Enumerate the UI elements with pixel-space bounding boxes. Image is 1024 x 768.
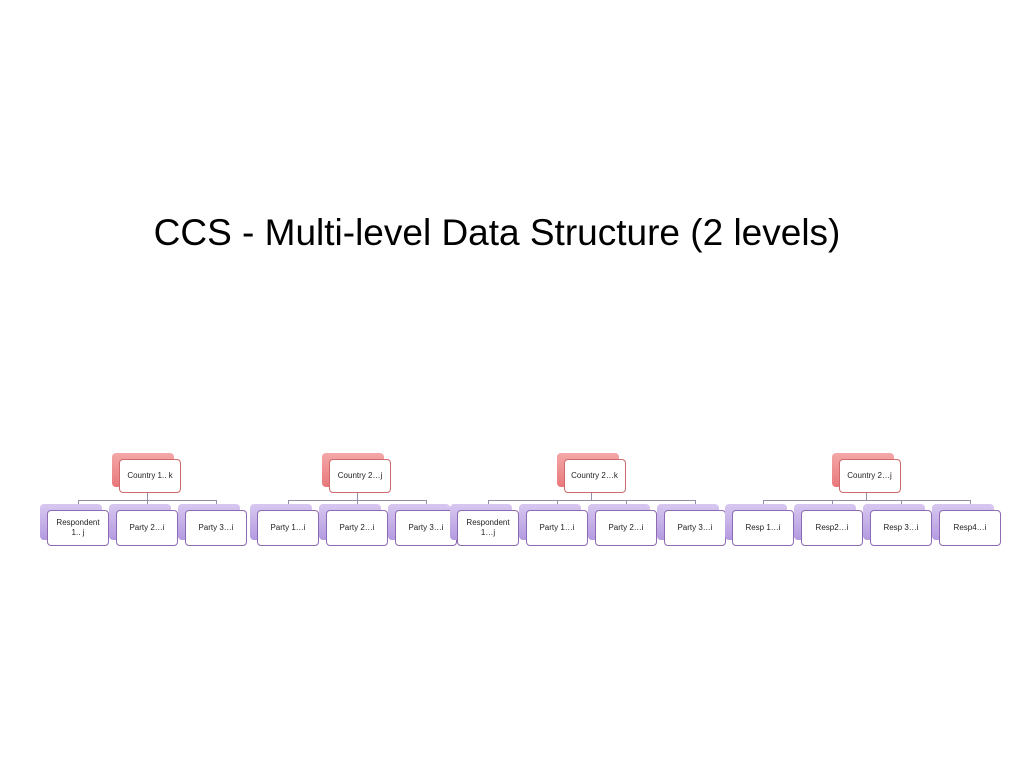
child-node: Resp 3…i xyxy=(870,510,932,546)
root-node: Country 2…j xyxy=(329,459,391,493)
root-node: Country 1.. k xyxy=(119,459,181,493)
child-node: Resp 1…i xyxy=(732,510,794,546)
connector-line xyxy=(763,500,970,501)
child-node: Party 1…i xyxy=(526,510,588,546)
child-node: Party 2…i xyxy=(595,510,657,546)
connector-line xyxy=(866,493,867,500)
root-node: Country 2…j xyxy=(838,459,901,493)
root-node: Country 2…k xyxy=(563,459,626,493)
child-node: Party 2…i xyxy=(116,510,178,546)
child-node: Party 3…i xyxy=(185,510,247,546)
child-node: Respondent 1…j xyxy=(457,510,519,546)
child-node: Resp4…i xyxy=(939,510,1001,546)
child-node: Party 3…i xyxy=(395,510,457,546)
connector-line xyxy=(356,493,358,500)
slide-title: CCS - Multi-level Data Structure (2 leve… xyxy=(153,212,841,253)
connector-line xyxy=(146,493,148,500)
child-node: Respondent 1.. j xyxy=(47,510,109,546)
child-node: Resp2…i xyxy=(801,510,863,546)
child-node: Party 1…i xyxy=(257,510,319,546)
connector-line xyxy=(488,500,695,501)
connector-line xyxy=(591,493,592,500)
child-node: Party 3…i xyxy=(664,510,726,546)
child-node: Party 2…i xyxy=(326,510,388,546)
